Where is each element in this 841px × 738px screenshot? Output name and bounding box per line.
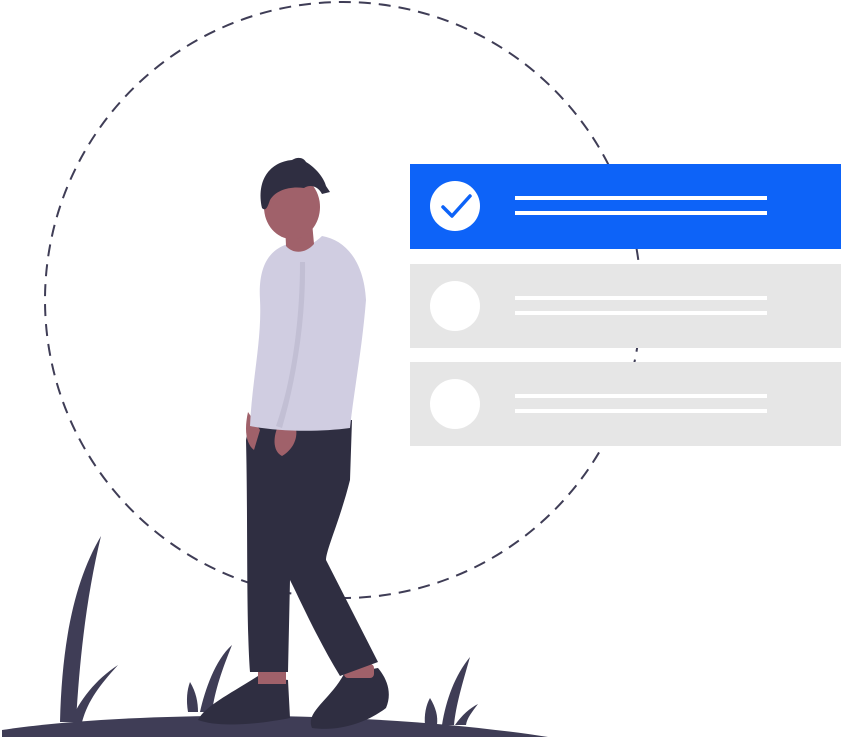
text-line-placeholder xyxy=(515,211,767,215)
person xyxy=(198,157,389,729)
check-circle-icon xyxy=(430,181,480,231)
grass-blade xyxy=(70,665,118,722)
shirt xyxy=(250,236,366,431)
pants xyxy=(246,420,378,676)
grass-blade xyxy=(455,704,478,725)
card-background xyxy=(410,164,841,249)
check-icon xyxy=(441,194,472,218)
grass xyxy=(60,536,478,725)
card-background xyxy=(410,362,841,446)
checklist-item-unchecked[interactable] xyxy=(410,362,841,446)
text-line-placeholder xyxy=(515,409,767,413)
checklist-item-unchecked[interactable] xyxy=(410,264,841,348)
grass-blade xyxy=(186,682,198,712)
card-background xyxy=(410,264,841,348)
empty-circle-icon xyxy=(430,379,480,429)
checklist-item-checked[interactable] xyxy=(410,164,841,249)
checklist xyxy=(410,164,841,446)
text-line-placeholder xyxy=(515,311,767,315)
arm-fold xyxy=(276,262,306,428)
grass-blade xyxy=(442,657,470,725)
ground-shadow xyxy=(2,715,548,737)
grass-blade xyxy=(60,536,101,722)
grass-blade xyxy=(200,645,232,712)
right-hand xyxy=(274,426,297,456)
left-hand xyxy=(246,412,260,450)
right-shoe xyxy=(310,668,389,729)
grass-blade xyxy=(424,698,438,725)
text-line-placeholder xyxy=(515,394,767,398)
empty-circle-icon xyxy=(430,281,480,331)
text-line-placeholder xyxy=(515,296,767,300)
hair xyxy=(260,157,330,210)
text-line-placeholder xyxy=(515,196,767,200)
left-shoe xyxy=(198,676,290,725)
